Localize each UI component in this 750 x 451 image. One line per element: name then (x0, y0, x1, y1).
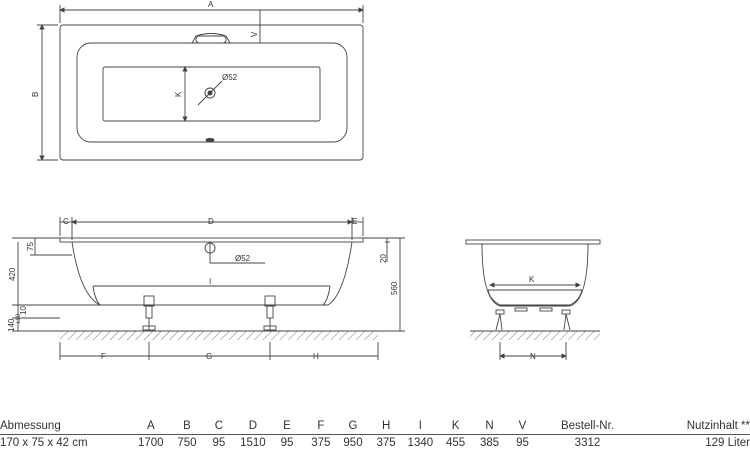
cell-i: 1340 (407, 437, 434, 449)
label-D: D (208, 217, 214, 226)
header-f: F (304, 418, 338, 435)
header-a: A (129, 418, 173, 435)
cell-n: 385 (479, 437, 500, 449)
bathtub-technical-drawing: A B V K Ø52 C D E 75 420 140 10 ±10 Ø52 … (7, 0, 601, 361)
header-nutzinhalt: Nutzinhalt ** (635, 418, 750, 435)
header-i: I (403, 418, 438, 435)
label-75: 75 (26, 242, 35, 251)
header-bestell-nr: Bestell-Nr. (539, 418, 636, 435)
header-abmessung: Abmessung (0, 418, 130, 435)
label-E: E (352, 217, 357, 226)
label-I: I (209, 277, 211, 286)
cell-b: 750 (177, 437, 197, 449)
cell-bestell-nr: 3312 (574, 437, 601, 449)
top-view (37, 5, 364, 161)
header-n: N (473, 418, 506, 435)
cell-v: 95 (516, 437, 529, 449)
label-420: 420 (8, 267, 17, 281)
end-view-rim (465, 239, 601, 245)
drain-outlet (204, 87, 216, 99)
cell-e: 95 (280, 437, 294, 449)
cell-h: 375 (376, 437, 396, 449)
top-view-outer-rim (59, 24, 364, 161)
cell-k: 455 (445, 437, 466, 449)
header-g: G (337, 418, 369, 435)
table-header-row: Abmessung A B C D E F G H I K N V Bestel… (0, 418, 750, 435)
header-h: H (368, 418, 404, 435)
side-view-rim (59, 237, 364, 243)
dimension-labels: A B V K Ø52 C D E 75 420 140 10 ±10 Ø52 … (7, 0, 536, 361)
label-H: H (313, 352, 319, 361)
specification-table: Abmessung A B C D E F G H I K N V Bestel… (0, 418, 750, 451)
top-view-floor (102, 66, 321, 122)
label-K-top: K (174, 91, 183, 97)
label-G: G (206, 352, 212, 361)
label-diameter-top: Ø52 (222, 73, 238, 82)
overflow-fitting (191, 33, 231, 44)
label-560: 560 (390, 281, 399, 295)
cell-abmessung: 170 x 75 x 42 cm (0, 437, 88, 449)
cell-f: 375 (311, 437, 331, 449)
end-view (465, 239, 601, 360)
header-v: V (505, 418, 540, 435)
leg-left (142, 295, 156, 331)
label-10b: ±10 (16, 313, 22, 324)
header-e: E (269, 418, 305, 435)
label-V: V (250, 31, 259, 37)
side-view-tub-profile (71, 241, 353, 306)
header-k: K (437, 418, 474, 435)
header-c: C (201, 418, 237, 435)
label-10: 10 (19, 306, 28, 315)
end-view-tub-profile (481, 243, 589, 307)
table-row: 170 x 75 x 42 cm 1700 750 95 1510 95 375… (0, 435, 750, 451)
leg-right (263, 295, 277, 331)
label-K-end: K (529, 275, 535, 284)
label-F: F (101, 352, 106, 361)
cell-a: 1700 (137, 437, 164, 449)
label-A: A (208, 0, 214, 9)
cell-c: 95 (212, 437, 226, 449)
label-N: N (530, 352, 536, 361)
side-view (12, 217, 405, 360)
label-diameter-side: Ø52 (235, 254, 251, 263)
cell-nutzinhalt: 129 Liter (705, 437, 750, 449)
label-20: 20 (379, 254, 388, 263)
header-b: B (172, 418, 202, 435)
label-C: C (63, 217, 69, 226)
label-140: 140 (7, 318, 16, 332)
cell-g: 950 (343, 437, 363, 449)
header-d: D (236, 418, 270, 435)
label-B: B (31, 92, 40, 97)
cell-d: 1510 (240, 437, 266, 449)
